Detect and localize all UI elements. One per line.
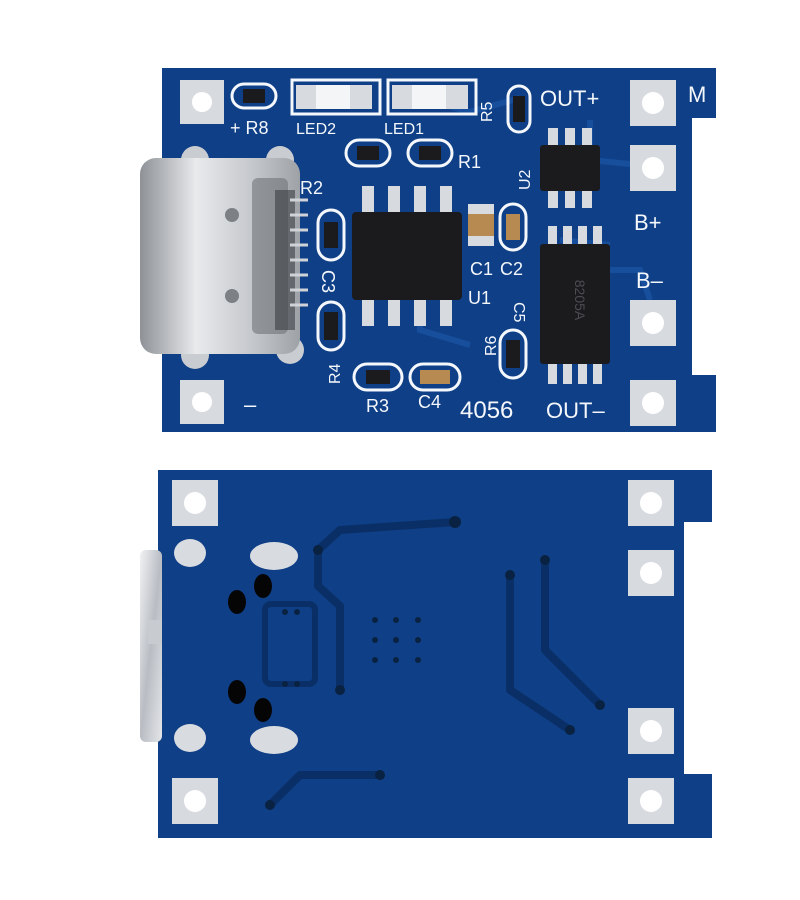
smd-components xyxy=(230,82,532,392)
back-traces xyxy=(262,518,604,809)
front-mount-pads xyxy=(180,80,676,426)
label-c2: C2 xyxy=(500,259,523,279)
label-model: 4056 xyxy=(460,397,513,424)
label-r3: R3 xyxy=(366,396,389,416)
back-vias xyxy=(265,516,605,810)
front-silkscreen: + R8 LED2 LED1 R5 OUT+ M R1 R2 U2 C3 C1 … xyxy=(230,82,706,424)
label-c3: C3 xyxy=(318,270,338,293)
back-usb-shell xyxy=(140,550,162,742)
label-u2: U2 xyxy=(517,169,534,190)
label-c4: C4 xyxy=(418,392,441,412)
label-r4: R4 xyxy=(327,363,344,384)
label-c5: C5 xyxy=(510,302,527,323)
ic-mosfet: 8205A xyxy=(540,226,610,384)
back-board xyxy=(140,470,712,838)
label-r2: R2 xyxy=(300,178,323,198)
leds xyxy=(290,78,478,116)
back-mount-pads xyxy=(172,480,674,824)
ic-u2 xyxy=(540,128,600,208)
back-solder xyxy=(174,539,298,754)
label-led1: LED1 xyxy=(384,121,424,138)
label-u1: U1 xyxy=(468,288,491,308)
label-r5: R5 xyxy=(479,101,496,122)
label-c1: C1 xyxy=(470,259,493,279)
back-pcb xyxy=(158,470,712,838)
label-b-plus: B+ xyxy=(634,210,662,235)
label-plus-r8: + R8 xyxy=(230,118,269,138)
ic-u1 xyxy=(352,186,462,326)
front-board: 8205A + R8 LED2 LED1 R5 OUT+ M R1 R2 U2 … xyxy=(140,68,716,432)
usb-c-connector xyxy=(140,146,308,369)
svg-text:8205A: 8205A xyxy=(572,280,588,321)
label-out-plus: OUT+ xyxy=(540,86,599,111)
label-r1: R1 xyxy=(458,152,481,172)
label-r6: R6 xyxy=(483,335,500,356)
label-led2: LED2 xyxy=(296,121,336,138)
label-minus: – xyxy=(244,392,257,417)
label-out-minus: OUT– xyxy=(546,398,605,423)
label-m: M xyxy=(688,82,706,107)
label-b-minus: B– xyxy=(636,268,664,293)
back-holes xyxy=(228,574,272,722)
